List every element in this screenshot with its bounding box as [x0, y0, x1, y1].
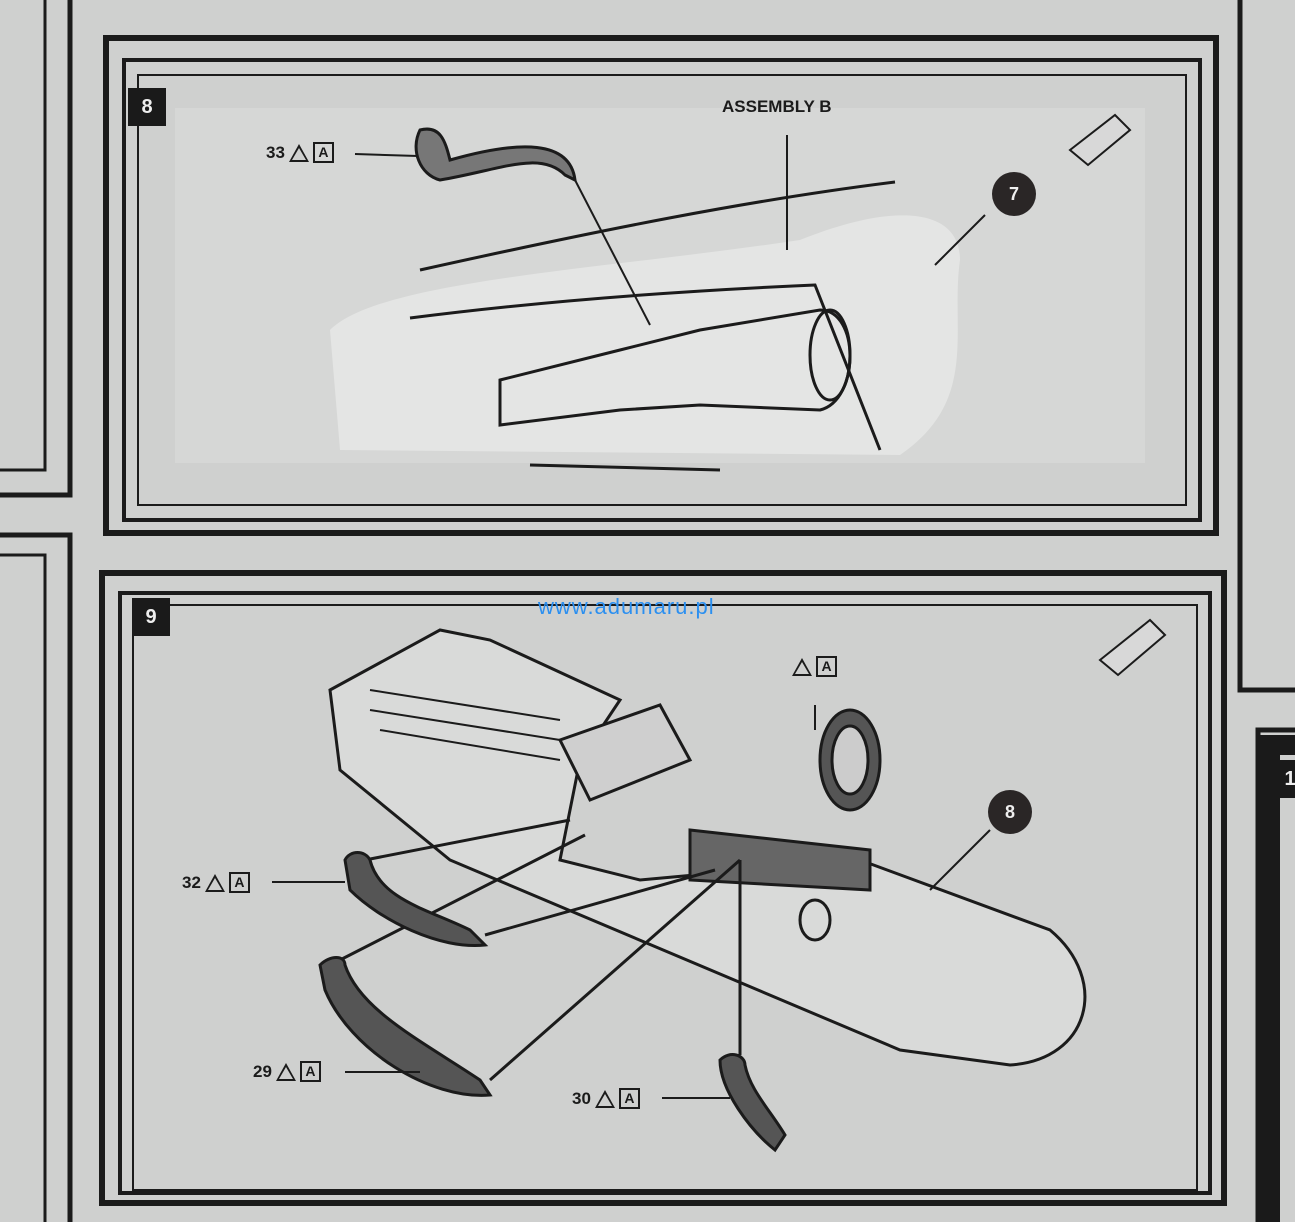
paint-code: A — [816, 656, 837, 677]
part-number: 32 — [182, 872, 201, 892]
panel-step-8 — [103, 35, 1219, 536]
triangle-icon — [204, 873, 225, 892]
paint-code: A — [312, 142, 334, 163]
reference-badge-8: 8 — [988, 790, 1032, 834]
step-number-8: 8 — [128, 88, 166, 126]
part-number: 33 — [266, 142, 285, 162]
part-number: 30 — [572, 1088, 591, 1108]
triangle-icon — [594, 1089, 615, 1108]
step-number-9: 9 — [132, 598, 170, 636]
part-label-33: 33 A — [266, 142, 334, 163]
part-label-32: 32 A — [182, 872, 250, 893]
assembly-title: ASSEMBLY B — [722, 97, 832, 116]
part-label-30: 30 A — [572, 1088, 640, 1109]
triangle-icon — [288, 143, 309, 162]
panel-step-9 — [99, 570, 1227, 1206]
triangle-icon — [792, 657, 812, 676]
paint-code: A — [618, 1088, 640, 1109]
reference-badge-7: 7 — [992, 172, 1036, 216]
part-label-29: 29 A — [253, 1061, 321, 1082]
paint-label-assembly: A — [792, 656, 837, 677]
paint-code: A — [228, 872, 250, 893]
paint-code: A — [299, 1061, 321, 1082]
part-number: 29 — [253, 1061, 272, 1081]
triangle-icon — [275, 1062, 296, 1081]
watermark: www.adumaru.pl — [538, 594, 715, 619]
step-number-edge: 1 — [1275, 760, 1295, 798]
